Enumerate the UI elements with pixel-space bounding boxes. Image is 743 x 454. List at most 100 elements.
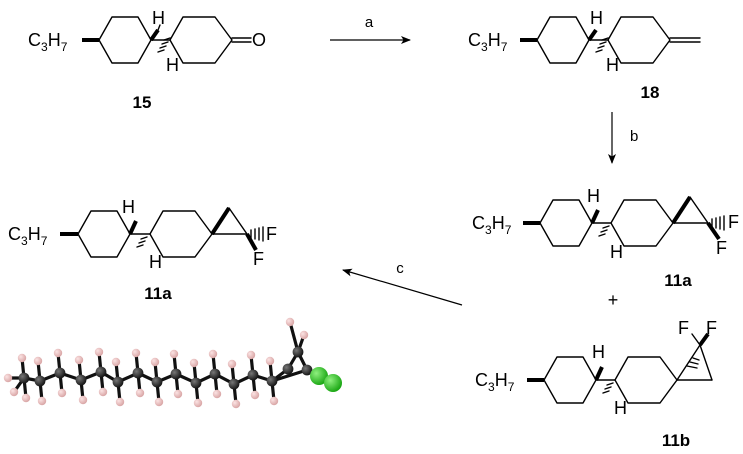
- h-top: H: [592, 342, 605, 362]
- h-top: H: [152, 8, 165, 28]
- propyl-c: C: [475, 370, 488, 390]
- hydrogen-atom: [154, 397, 164, 407]
- hydrogen-atom: [131, 348, 141, 358]
- cyclohexane-ring-1: [77, 210, 131, 258]
- hydrogen-atom: [169, 349, 179, 359]
- cyclohexane-ring-1: [98, 16, 152, 64]
- carbon-atom: [282, 363, 294, 375]
- hydrogen-atom: [9, 387, 19, 397]
- carbon-atom: [301, 364, 313, 376]
- hydrogen-atom: [94, 347, 104, 357]
- hydrogen-atom: [227, 359, 237, 369]
- hydrogen-atom: [285, 317, 295, 327]
- h-top: H: [587, 186, 600, 206]
- propyl-c-count: 3: [481, 40, 488, 54]
- hydrogen-atom: [269, 396, 279, 406]
- cyclohexanone-ring: [169, 16, 233, 64]
- propyl-c: C: [8, 224, 21, 244]
- compound-11a-left: C3H7 H H F F 11a: [8, 197, 277, 303]
- propyl-h-count: 7: [41, 234, 48, 248]
- hydrogen-atom: [250, 390, 260, 400]
- hydrogen-atom: [3, 373, 13, 383]
- methylenecyclohexane-ring: [607, 16, 671, 64]
- compound-11a-product: C3H7 H H F F 11a: [472, 186, 739, 290]
- carbon-atom: [54, 367, 66, 379]
- fluorine-2: F: [253, 249, 264, 269]
- compound-label-18: 18: [641, 83, 660, 102]
- h-bottom: H: [166, 55, 179, 75]
- h-top: H: [122, 197, 135, 217]
- propyl-h-count: 7: [501, 40, 508, 54]
- h-top: H: [590, 8, 603, 28]
- carbon-atom: [292, 346, 304, 358]
- propyl-h: H: [495, 370, 508, 390]
- compound-18: C3H7 H H 18: [468, 8, 701, 102]
- carbon-atom: [170, 368, 182, 380]
- fluorine-2: F: [716, 238, 727, 258]
- propyl-label: C3H7: [468, 30, 508, 54]
- hydrogen-atom: [265, 356, 275, 366]
- compound-label-11b: 11b: [662, 431, 690, 450]
- hydrogen-atom: [115, 397, 125, 407]
- hydrogen-atom: [246, 350, 256, 360]
- propyl-h-count: 7: [505, 223, 512, 237]
- step-b-label: b: [630, 128, 638, 145]
- carbon-atom: [247, 369, 259, 381]
- hydrogen-atom: [74, 355, 84, 365]
- hydrogen-atom: [111, 357, 121, 367]
- fluorine-2: F: [706, 318, 717, 338]
- model-bond: [270, 368, 309, 383]
- propyl-h: H: [488, 30, 501, 50]
- cyclohexane-ring-2: [149, 210, 213, 258]
- fluorine-1: F: [728, 212, 739, 232]
- propyl-h: H: [492, 213, 505, 233]
- carbonyl-oxygen: O: [252, 30, 266, 50]
- cyclohexane-ring-1: [536, 16, 590, 64]
- compound-label-15: 15: [133, 93, 152, 112]
- cyclohexane-ring-1: [539, 199, 593, 247]
- hydrogen-atom: [37, 396, 47, 406]
- propyl-label: C3H7: [28, 30, 68, 54]
- step-c-label: c: [396, 260, 404, 277]
- cyclohexane-ring-1: [543, 356, 597, 404]
- hydrogen-atom: [208, 349, 218, 359]
- step-b-arrow: b: [608, 112, 638, 164]
- propyl-c: C: [28, 30, 41, 50]
- propyl-c-count: 3: [21, 234, 28, 248]
- cyclohexane-ring-2: [614, 356, 678, 404]
- h-bottom: H: [606, 55, 619, 75]
- carbon-atom: [190, 377, 202, 389]
- propyl-h-count: 7: [61, 40, 68, 54]
- h-bottom: H: [614, 398, 627, 418]
- carbon-atom: [75, 374, 87, 386]
- carbon-atom: [112, 376, 124, 388]
- hydrogen-atom: [231, 399, 241, 409]
- propyl-c-count: 3: [488, 380, 495, 394]
- propyl-c-count: 3: [41, 40, 48, 54]
- fluorine-1: F: [678, 318, 689, 338]
- carbon-atom: [18, 372, 30, 384]
- hydrogen-atom: [57, 388, 67, 398]
- hydrogen-atom: [33, 356, 43, 366]
- hydrogen-atom: [53, 348, 63, 358]
- hydrogen-atom: [98, 387, 108, 397]
- hydrogen-atom: [212, 389, 222, 399]
- h-bottom: H: [610, 242, 623, 262]
- propyl-h-count: 7: [508, 380, 515, 394]
- hydrogen-atom: [21, 393, 31, 403]
- compound-label-11a: 11a: [664, 271, 692, 290]
- carbon-atom: [132, 367, 144, 379]
- propyl-c-count: 3: [485, 223, 492, 237]
- carbon-atom: [151, 376, 163, 388]
- propyl-label: C3H7: [475, 370, 515, 394]
- fluorine-atom: [310, 367, 328, 385]
- fluorine-atom: [324, 374, 342, 392]
- propyl-h: H: [28, 224, 41, 244]
- hydrogen-atom: [299, 330, 309, 340]
- carbon-atom: [209, 368, 221, 380]
- carbon-atom: [228, 378, 240, 390]
- compound-15: C3H7 H H O 15: [28, 8, 266, 112]
- hydrogen-atom: [17, 353, 27, 363]
- step-a-label: a: [365, 14, 374, 31]
